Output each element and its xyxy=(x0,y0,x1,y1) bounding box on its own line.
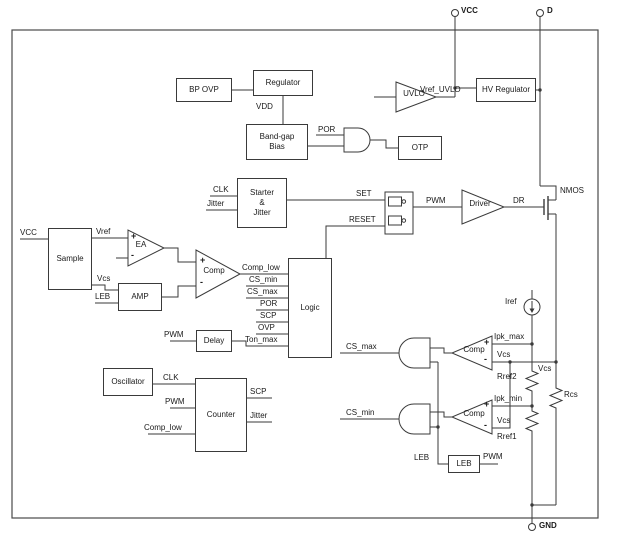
net-label-cs-min-logic: CS_min xyxy=(249,275,278,284)
comp-min-label: Comp xyxy=(463,409,485,418)
net-label-dr: DR xyxy=(513,196,525,205)
block-otp: OTP xyxy=(398,136,442,160)
net-label-pwm-leb: PWM xyxy=(483,452,503,461)
net-label-por-logic: POR xyxy=(260,299,278,308)
comp-max-minus-sign: - xyxy=(484,354,487,364)
net-label-pwm-counter: PWM xyxy=(165,397,185,406)
net-label-comp-low-logic: Comp_low xyxy=(242,263,280,272)
ea-minus-sign: - xyxy=(131,250,134,260)
net-label-pwm-latch: PWM xyxy=(426,196,446,205)
net-label-vcs-right: Vcs xyxy=(538,364,552,373)
net-label-pwm-delay: PWM xyxy=(164,330,184,339)
net-label-scp-logic: SCP xyxy=(260,311,277,320)
comp-label: Comp xyxy=(203,266,225,275)
net-label-vdd: VDD xyxy=(256,102,273,111)
block-bandgap-bias: Band-gap Bias xyxy=(246,124,308,160)
chip-boundary xyxy=(11,29,599,519)
net-label-ovp-logic: OVP xyxy=(258,323,275,332)
net-label-ton-max: Ton_max xyxy=(245,335,278,344)
ea-amplifier-triangle xyxy=(127,229,166,267)
comp-min-plus-sign: + xyxy=(484,399,490,409)
net-label-rcs: Rcs xyxy=(564,390,578,399)
block-starter-jitter: Starter & Jitter xyxy=(237,178,287,228)
comp-minus-sign: - xyxy=(200,277,203,287)
net-label-cs-min: CS_min xyxy=(346,408,375,417)
net-label-leb-left: LEB xyxy=(95,292,111,301)
wires xyxy=(20,16,557,524)
net-label-jitter-starter: Jitter xyxy=(207,199,225,208)
net-label-comp-low-counter: Comp_low xyxy=(144,423,182,432)
ipk-max-comparator-triangle xyxy=(450,335,493,371)
net-label-vref: Vref xyxy=(96,227,111,236)
d-pin-label: D xyxy=(547,6,553,15)
net-label-jitter-out: Jitter xyxy=(250,411,268,420)
block-oscillator: Oscillator xyxy=(103,368,153,396)
net-label-vcs-lower: Vcs xyxy=(497,416,511,425)
vcc-pin-icon xyxy=(451,9,459,17)
comp-plus-sign: + xyxy=(200,255,206,265)
ea-plus-sign: + xyxy=(131,231,137,241)
block-counter: Counter xyxy=(195,378,247,452)
comp-max-label: Comp xyxy=(463,345,485,354)
net-label-cs-max: CS_max xyxy=(346,342,377,351)
comp-min-minus-sign: - xyxy=(484,420,487,430)
net-label-vcs-upper: Vcs xyxy=(497,350,511,359)
por-and-gate xyxy=(343,127,371,153)
cs-min-and-gate xyxy=(398,403,431,435)
uvlo-comparator-triangle xyxy=(395,81,438,113)
resistors xyxy=(524,368,564,434)
net-label-vref-uvlo: Vref_UVLO xyxy=(420,85,461,94)
comp-comparator-triangle xyxy=(195,249,242,299)
nmos-label: NMOS xyxy=(560,186,584,195)
block-bp-ovp: BP OVP xyxy=(176,78,232,102)
rcs-resistor xyxy=(548,385,564,411)
net-label-clk-starter: CLK xyxy=(213,185,229,194)
block-amp: AMP xyxy=(118,283,162,311)
rref2-resistor xyxy=(524,368,540,394)
iref-current-source-icon xyxy=(523,298,541,316)
comp-max-plus-sign: + xyxy=(484,337,490,347)
gnd-pin-label: GND xyxy=(539,521,557,530)
ipk-min-comparator-triangle xyxy=(450,399,493,435)
net-label-iref: Iref xyxy=(505,297,517,306)
block-sample: Sample xyxy=(48,228,92,290)
net-label-set: SET xyxy=(356,189,372,198)
nmos-transistor-symbol xyxy=(543,196,556,220)
block-delay: Delay xyxy=(196,330,232,352)
cs-max-and-gate xyxy=(398,337,431,369)
net-label-clk-counter: CLK xyxy=(163,373,179,382)
net-label-vcs-left: Vcs xyxy=(97,274,111,283)
ea-label: EA xyxy=(135,240,147,249)
block-leb: LEB xyxy=(448,455,480,473)
block-regulator: Regulator xyxy=(253,70,313,96)
net-label-ipk-min: Ipk_min xyxy=(494,394,523,403)
driver-label: Driver xyxy=(469,199,491,208)
net-label-reset: RESET xyxy=(349,215,376,224)
net-label-rref2: Rref2 xyxy=(497,372,517,381)
net-label-scp-out: SCP xyxy=(250,387,267,396)
d-pin-icon xyxy=(536,9,544,17)
net-label-leb: LEB xyxy=(414,453,430,462)
rref1-resistor xyxy=(524,408,540,434)
vcc-pin-label: VCC xyxy=(461,6,478,15)
driver-buffer-triangle xyxy=(461,189,506,225)
net-label-por: POR xyxy=(318,125,336,134)
junction-dots xyxy=(436,86,558,507)
net-label-ipk-max: Ipk_max xyxy=(494,332,525,341)
net-label-rref1: Rref1 xyxy=(497,432,517,441)
sr-latch xyxy=(384,191,414,235)
gnd-pin-icon xyxy=(528,523,536,531)
block-hv-regulator: HV Regulator xyxy=(476,78,536,102)
net-label-vcc-left: VCC xyxy=(20,228,37,237)
net-label-cs-max-logic: CS_max xyxy=(247,287,278,296)
uvlo-label: UVLO xyxy=(403,89,425,98)
block-logic: Logic xyxy=(288,258,332,358)
